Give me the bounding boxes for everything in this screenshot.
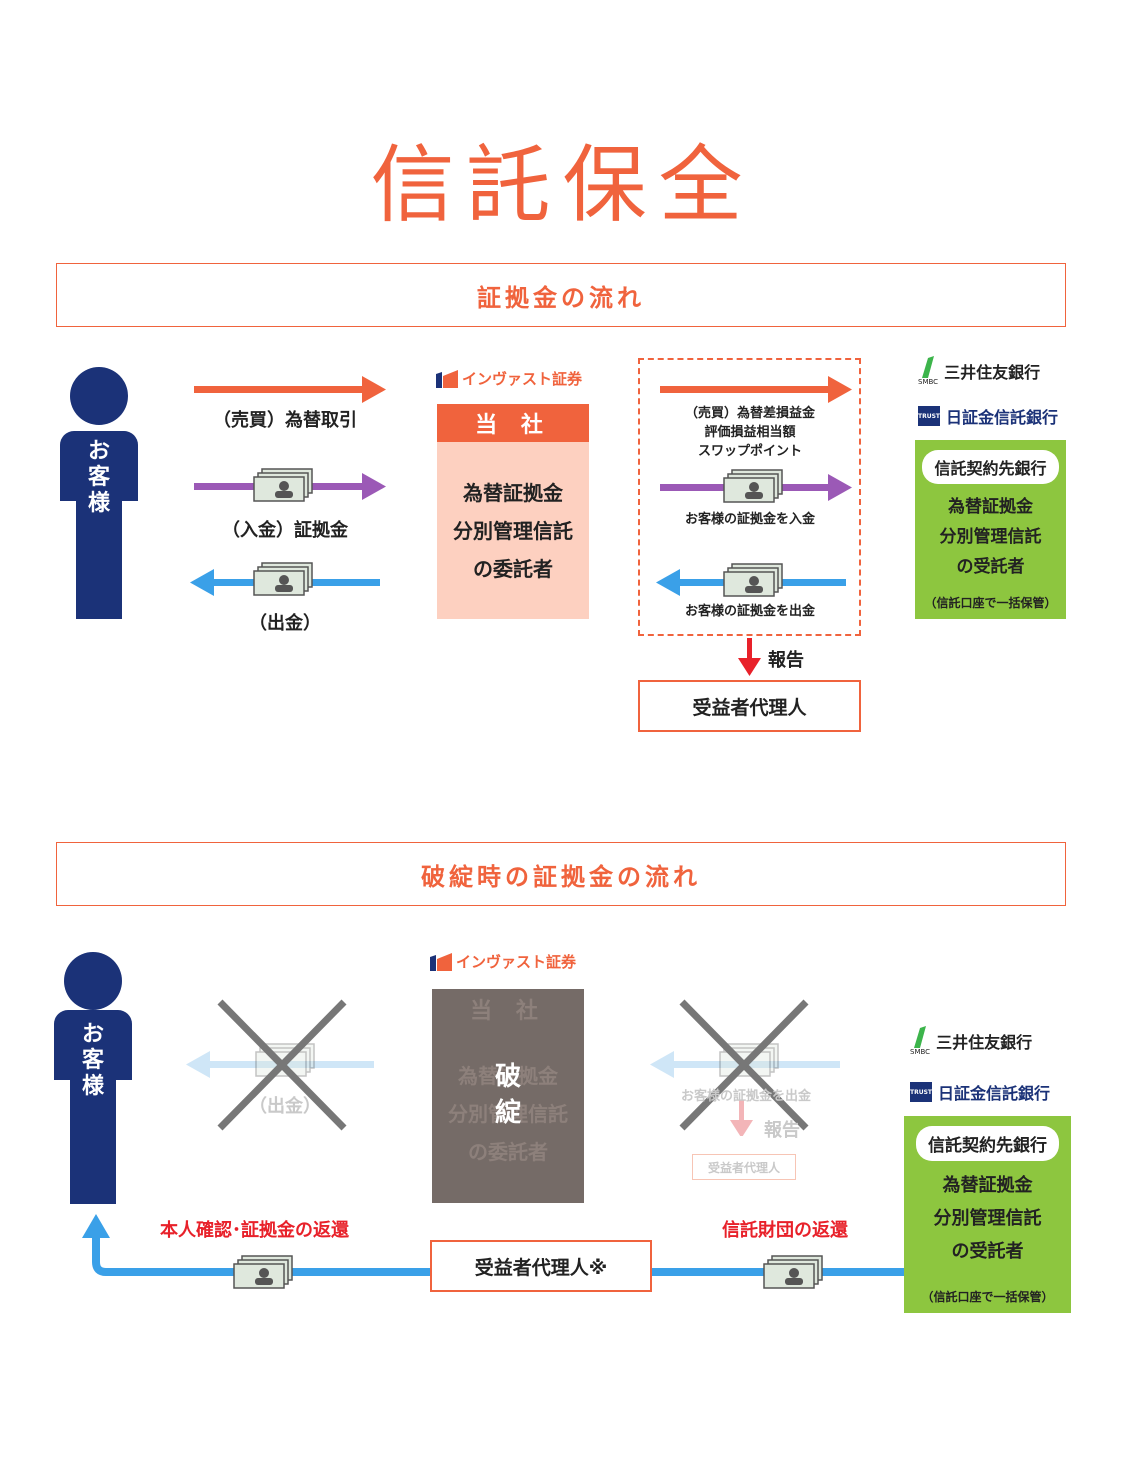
trust-logo-icon: TRUST <box>910 1082 932 1102</box>
failed-label: 破 綻 <box>494 1062 521 1128</box>
company-logo-2: インヴァスト証券 <box>430 951 576 972</box>
failed-flow-out-label: お客様の証拠金を出金 <box>680 1089 811 1104</box>
customer-arrows <box>190 376 386 596</box>
return-left-label: 本人確認･証拠金の返還 <box>160 1220 349 1241</box>
trustee-box-2: 信託契約先銀行 為替証拠金 分別管理信託 の受託者 （信託口座で一括保管） <box>904 1116 1071 1313</box>
withdraw-label: （出金） <box>249 613 321 634</box>
smbc-logo-icon: SMBC <box>910 1026 930 1056</box>
company-head: 当 社 <box>437 404 589 442</box>
return-right-label: 信託財団の返還 <box>722 1220 848 1241</box>
cross-icon <box>679 999 809 1131</box>
bank-jsf-2: TRUST 日証金信託銀行 <box>910 1082 1051 1103</box>
money-icon <box>253 468 313 502</box>
company-body: 為替証拠金 分別管理信託 の委託者 <box>437 442 589 619</box>
person-icon <box>64 952 122 1010</box>
person-icon <box>70 367 128 425</box>
bank-smbc-2: SMBC 三井住友銀行 <box>910 1026 1032 1056</box>
failed-report-label: 報告 <box>764 1120 800 1141</box>
trade-arrow <box>194 376 386 403</box>
cross-icon <box>217 999 347 1131</box>
customer-figure: お客様 <box>60 367 138 619</box>
money-icon <box>253 562 313 596</box>
money-icon <box>763 1255 823 1289</box>
flow-out-label: お客様の証拠金を出金 <box>684 604 815 619</box>
page-title: 信託保全 <box>370 136 755 234</box>
smbc-logo-icon: SMBC <box>918 356 938 386</box>
report-arrow <box>738 638 761 676</box>
trust-logo-icon: TRUST <box>918 406 940 426</box>
failed-company: 当 社 為替証拠金 分別管理信託 の委託者 破 綻 <box>432 989 584 1203</box>
pl-arrow <box>660 376 852 403</box>
customer-label-2: お客様 <box>81 1022 104 1099</box>
trade-label: （売買）為替取引 <box>213 410 357 431</box>
failed-withdraw <box>186 999 374 1131</box>
section-heading-flow: 証拠金の流れ <box>56 263 1066 327</box>
trustee-box: 信託契約先銀行 為替証拠金 分別管理信託 の受託者 （信託口座で一括保管） <box>915 440 1066 619</box>
trust-arrows <box>656 376 852 597</box>
money-icon <box>723 469 783 503</box>
company-logo-icon <box>430 952 452 971</box>
report-label: 報告 <box>768 650 804 671</box>
pl-labels: （売買）為替差損益金 評価損益相当額 スワップポイント <box>684 406 815 459</box>
money-icon <box>723 563 783 597</box>
trustee-head: 信託契約先銀行 <box>922 450 1059 484</box>
customer-figure-2: お客様 <box>54 952 132 1204</box>
trustee-head-2: 信託契約先銀行 <box>916 1126 1059 1161</box>
failed-trust-flow <box>650 999 840 1136</box>
bank-jsf: TRUST 日証金信託銀行 <box>918 406 1059 427</box>
company-logo: インヴァスト証券 <box>436 368 582 389</box>
failed-withdraw-label: （出金） <box>249 1096 321 1117</box>
flow-in-label: お客様の証拠金を入金 <box>684 512 815 527</box>
money-icon <box>233 1255 293 1289</box>
company-logo-icon <box>436 369 458 388</box>
customer-label: お客様 <box>87 439 110 516</box>
agent-box-2: 受益者代理人※ <box>430 1240 652 1292</box>
return-flow <box>82 1214 906 1289</box>
section-heading-failure: 破綻時の証拠金の流れ <box>56 842 1066 906</box>
deposit-label: （入金）証拠金 <box>222 520 348 541</box>
trust-flow-box <box>638 358 861 636</box>
agent-box: 受益者代理人 <box>638 680 861 732</box>
bank-smbc: SMBC 三井住友銀行 <box>918 356 1040 386</box>
failed-agent-box: 受益者代理人 <box>692 1154 796 1180</box>
